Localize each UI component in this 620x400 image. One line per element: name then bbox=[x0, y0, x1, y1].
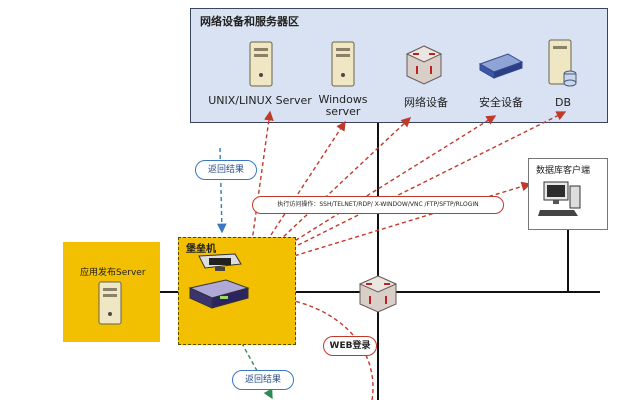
db-client-label: 数据库客户端 bbox=[536, 166, 591, 176]
device-label-windows: Windows server bbox=[313, 94, 373, 118]
web-login-annotation: WEB登录 bbox=[323, 336, 377, 356]
access-arrow-db bbox=[247, 111, 567, 271]
return-result-bottom: 返回结果 bbox=[232, 370, 294, 390]
return-result-top: 返回结果 bbox=[195, 160, 257, 180]
firewall-icon bbox=[478, 53, 524, 79]
monitor-icon bbox=[538, 181, 581, 216]
router-icon bbox=[358, 275, 398, 313]
bastion-device-icon bbox=[188, 279, 250, 309]
device-label-network: 网络设备 bbox=[404, 96, 448, 109]
network-zone-title: 网络设备和服务器区 bbox=[200, 15, 299, 28]
database-icon bbox=[548, 39, 577, 87]
server-tower-icon bbox=[249, 41, 273, 87]
device-label-unix: UNIX/LINUX Server bbox=[208, 94, 312, 107]
device-label-db: DB bbox=[554, 96, 572, 109]
app-server-label: 应用发布Server bbox=[80, 268, 146, 278]
monitor-icon bbox=[198, 253, 242, 271]
device-label-windows-line1: Windows bbox=[318, 93, 368, 106]
server-tower-icon bbox=[331, 41, 355, 87]
protocol-annotation: 执行访问操作：SSH/TELNET/RDP/ X-WINDOW/VNC /FTP… bbox=[252, 196, 504, 214]
access-arrow-unix bbox=[247, 110, 274, 271]
server-tower-icon bbox=[98, 281, 122, 325]
bastion-title: 堡垒机 bbox=[186, 244, 216, 255]
device-label-security: 安全设备 bbox=[479, 96, 523, 109]
device-label-windows-line2: server bbox=[325, 105, 361, 118]
router-icon bbox=[405, 45, 443, 85]
web-login-arrow bbox=[258, 291, 374, 400]
